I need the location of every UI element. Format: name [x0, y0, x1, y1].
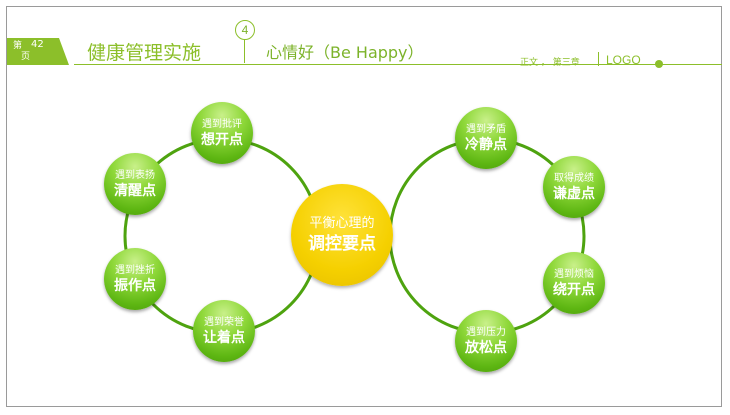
node-label: 清醒点 [114, 182, 156, 199]
right-node-worry: 遇到烦恼 绕开点 [543, 252, 605, 314]
left-node-praise: 遇到表扬 清醒点 [104, 153, 166, 215]
right-node-pressure: 遇到压力 放松点 [455, 310, 517, 372]
node-caption: 遇到压力 [466, 326, 506, 338]
node-caption: 遇到批评 [202, 118, 242, 130]
page-tab-shape [7, 38, 69, 65]
chapter-info: 正文 ， 第三章 [520, 58, 580, 68]
node-label: 放松点 [465, 339, 507, 356]
left-node-setback: 遇到挫折 振作点 [104, 248, 166, 310]
node-caption: 遇到荣誉 [204, 316, 244, 328]
right-node-conflict: 遇到矛盾 冷静点 [455, 107, 517, 169]
center-line2: 调控要点 [308, 234, 376, 254]
center-node: 平衡心理的 调控要点 [291, 184, 393, 286]
header-rule [74, 64, 722, 65]
left-node-honor: 遇到荣誉 让着点 [193, 300, 255, 362]
node-label: 让着点 [203, 329, 245, 346]
node-caption: 遇到表扬 [115, 169, 155, 181]
right-node-achievement: 取得成绩 谦虚点 [543, 156, 605, 218]
page-suffix: 页 [21, 52, 31, 62]
section-subtitle: 心情好（Be Happy） [266, 43, 424, 62]
logo-separator [598, 52, 599, 66]
section-divider [244, 33, 245, 63]
page-number-tab: 第 42 页 [7, 38, 69, 65]
node-caption: 遇到挫折 [115, 264, 155, 276]
center-line1: 平衡心理的 [309, 216, 375, 231]
logo: LOGO [606, 53, 641, 67]
node-label: 想开点 [201, 131, 243, 148]
node-caption: 取得成绩 [554, 172, 594, 184]
node-caption: 遇到矛盾 [466, 123, 506, 135]
node-caption: 遇到烦恼 [554, 268, 594, 280]
page-number: 42 [31, 39, 44, 50]
node-label: 冷静点 [465, 136, 507, 153]
left-node-criticism: 遇到批评 想开点 [191, 102, 253, 164]
node-label: 谦虚点 [553, 185, 595, 202]
section-number-badge: 4 [235, 20, 255, 40]
node-label: 绕开点 [553, 281, 595, 298]
page-title: 健康管理实施 [87, 42, 202, 64]
node-label: 振作点 [114, 277, 156, 294]
page-prefix: 第 [13, 41, 23, 51]
header-dot [655, 60, 663, 68]
